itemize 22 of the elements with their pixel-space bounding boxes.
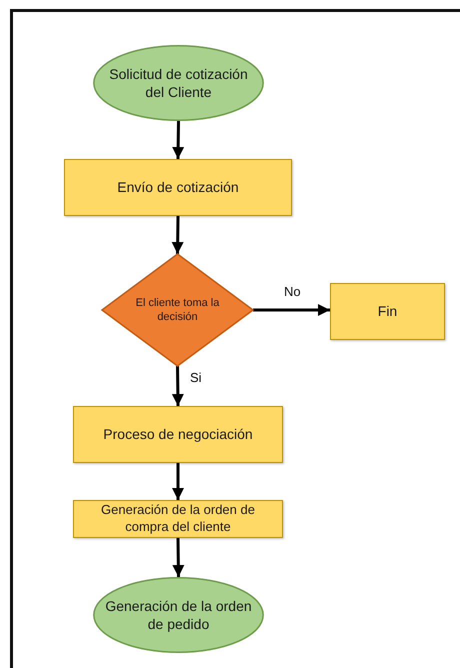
arrow (253, 304, 330, 316)
process-box (64, 159, 292, 216)
arrow (172, 463, 184, 500)
edge-label: No (284, 284, 301, 299)
node-label: Envío de cotización (116, 178, 240, 197)
terminal-ellipse (93, 577, 264, 653)
process-box (73, 406, 283, 463)
node-label: Fin (376, 302, 398, 321)
node-label: Proceso de negociación (102, 425, 254, 444)
node-label: Solicitud de cotización del Cliente (108, 64, 249, 102)
node-label: Generación de la orden de pedido (104, 596, 253, 634)
arrow (172, 366, 184, 406)
node-label: Generación de la orden de compra del cliente (100, 502, 256, 536)
arrow (172, 538, 184, 578)
arrow (172, 216, 184, 254)
terminal-ellipse (93, 45, 264, 121)
process-box (73, 500, 283, 538)
edge-label: Si (190, 370, 202, 385)
node-label: El cliente toma la decisión (134, 296, 220, 324)
arrow (172, 120, 184, 160)
process-box (330, 283, 445, 340)
decision-diamond (102, 254, 253, 366)
